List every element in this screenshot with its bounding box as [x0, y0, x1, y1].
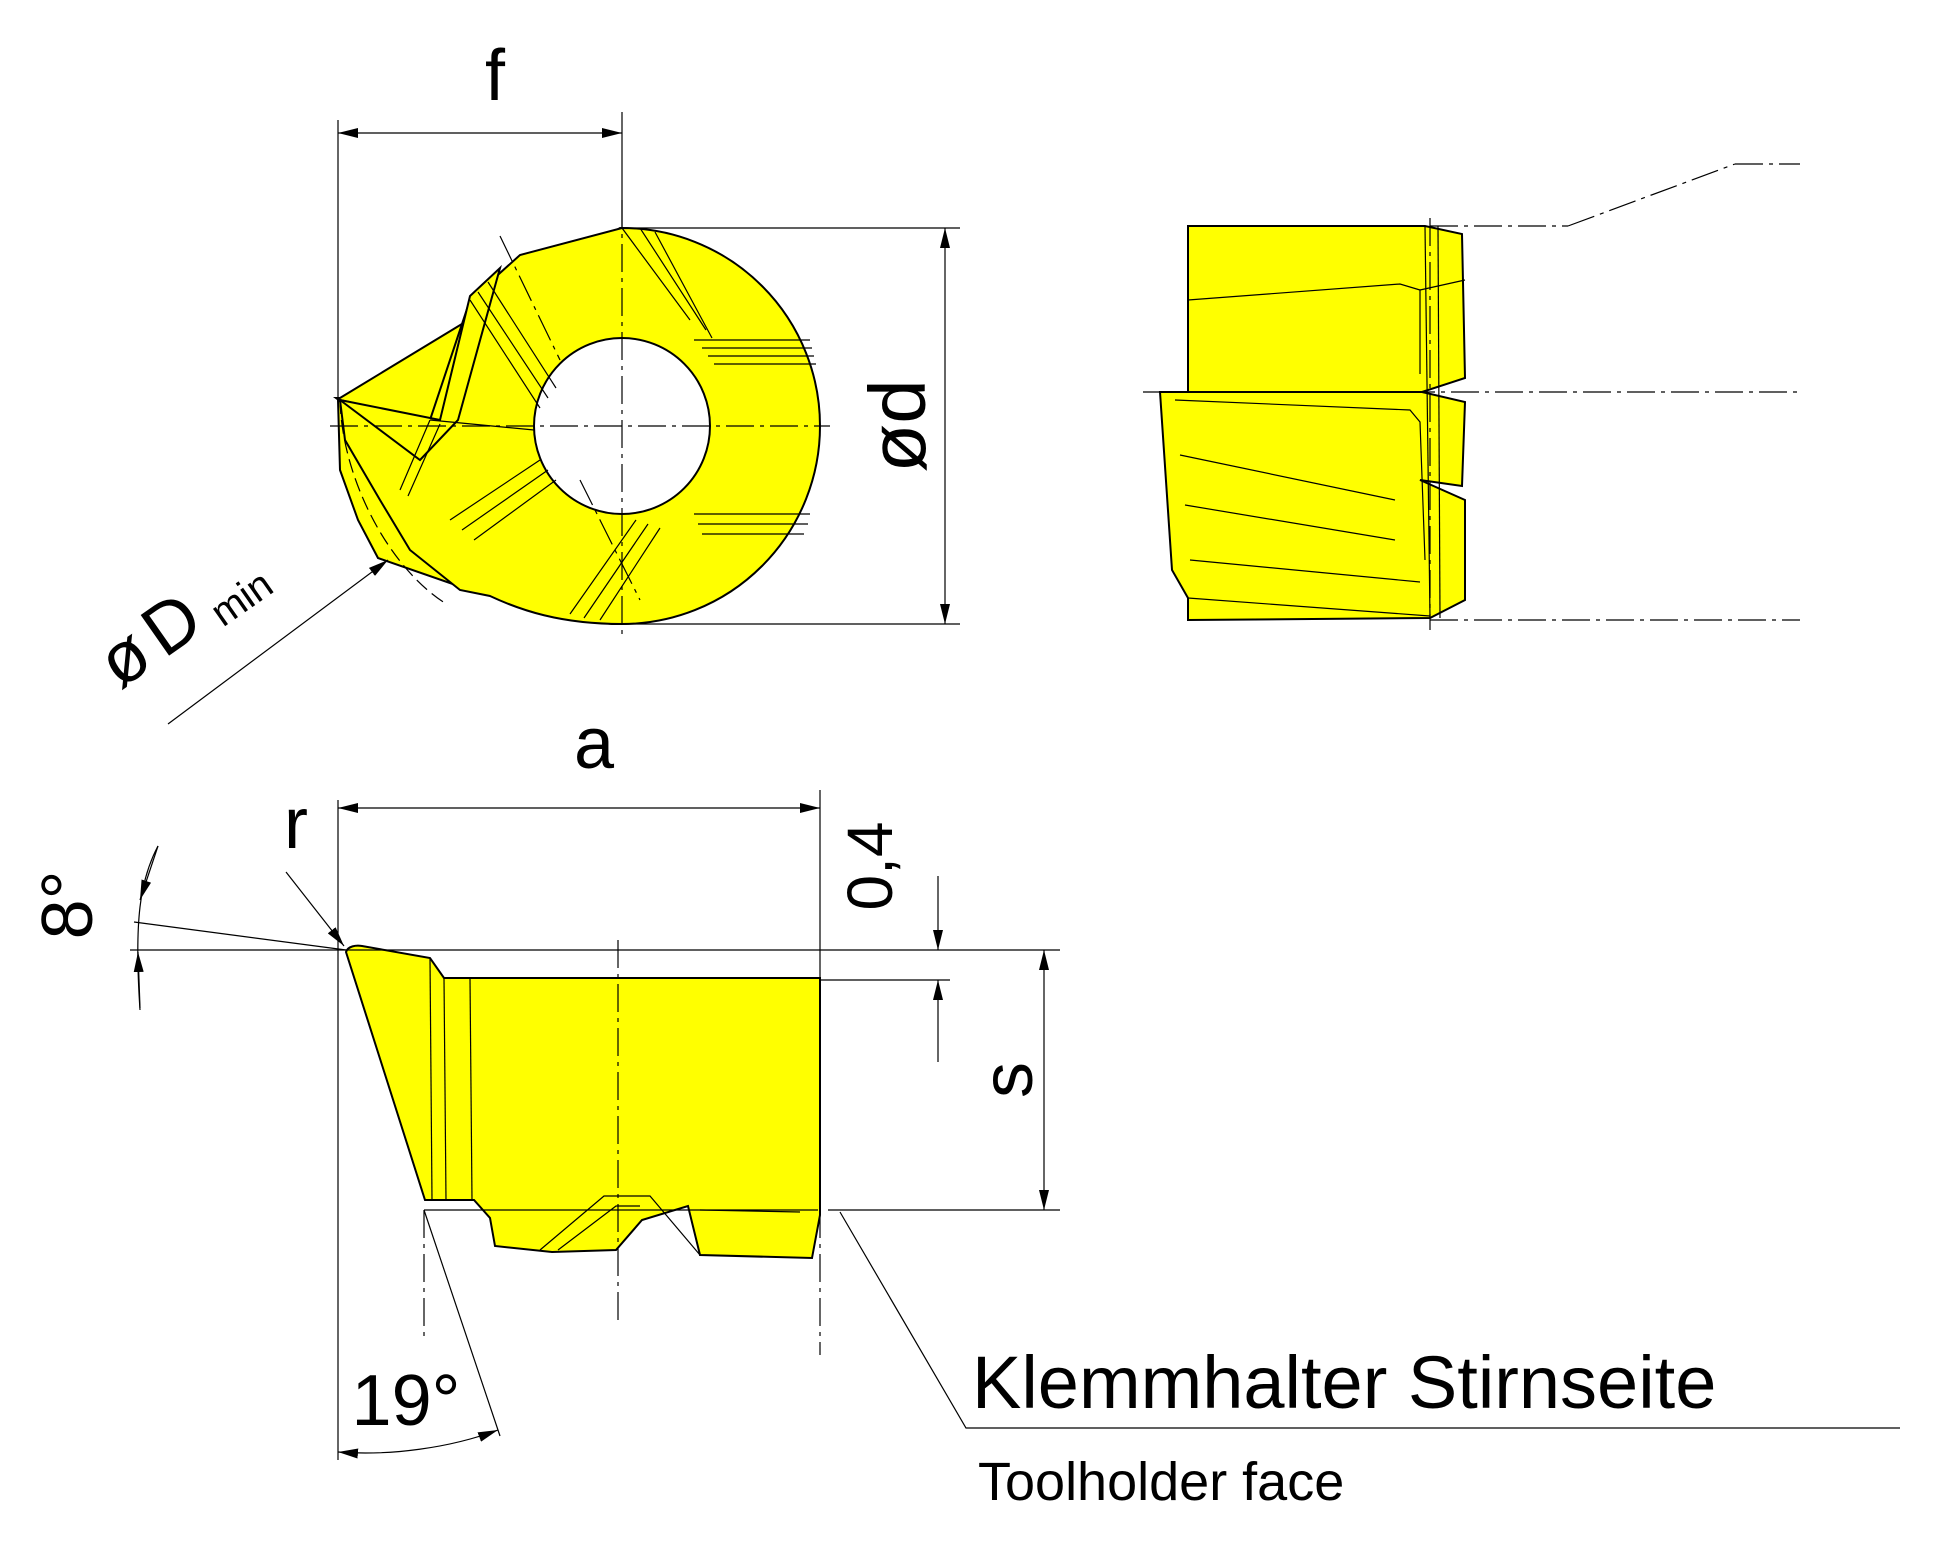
label-s: s [968, 1062, 1048, 1098]
label-zero-four: 0,4 [834, 822, 906, 911]
front-view-facets [399, 227, 816, 621]
label-od: ød [853, 379, 942, 472]
side-view-facets [1174, 225, 1466, 619]
label-dmin: ø D min [83, 562, 281, 703]
label-angle-19: 19° [352, 1361, 461, 1441]
front-view [167, 112, 960, 725]
front-view-cutting-tip [339, 264, 502, 462]
side-view-insert-upper [1187, 225, 1467, 393]
side-view [1143, 163, 1800, 630]
top-view [130, 790, 1900, 1460]
label-a: a [574, 704, 615, 784]
label-f: f [485, 36, 506, 116]
label-holder-en: Toolholder face [978, 1452, 1344, 1512]
label-dmin-sub: min [203, 562, 281, 635]
label-r: r [284, 784, 308, 864]
label-angle-8: 8° [28, 871, 108, 940]
top-view-facets [424, 957, 818, 1256]
side-view-insert-lower [1158, 391, 1467, 622]
label-holder-de: Klemmhalter Stirnseite [972, 1341, 1716, 1424]
top-view-insert-body [344, 944, 821, 1260]
